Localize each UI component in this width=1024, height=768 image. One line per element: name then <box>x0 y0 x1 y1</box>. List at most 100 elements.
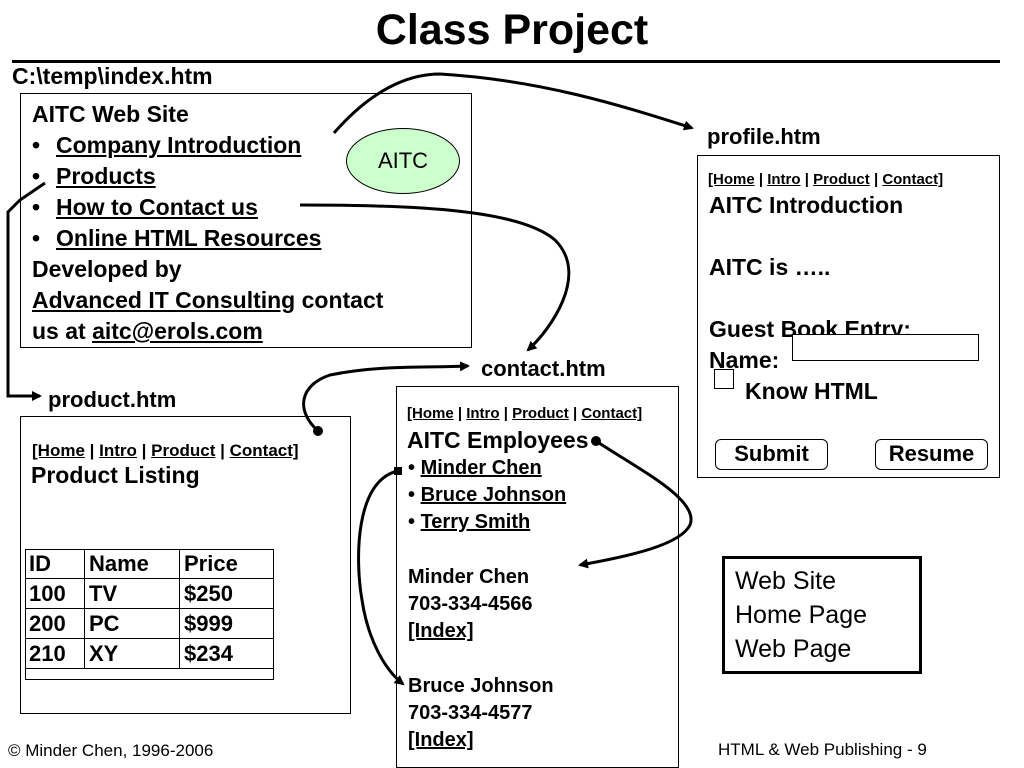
arrow-bruce-to-entry2 <box>357 469 405 686</box>
legend-item: Web Page <box>735 635 852 663</box>
arrow-employees-to-entry1 <box>578 439 693 569</box>
index-heading: AITC Web Site <box>32 101 189 127</box>
entry2-name: Bruce Johnson <box>408 675 554 697</box>
table-cell: $234 <box>179 638 274 669</box>
index-item-products: • Products <box>32 163 156 190</box>
employee-link-minder[interactable]: Minder Chen <box>420 457 542 479</box>
table-row: 200 PC $999 <box>25 608 274 639</box>
table-row: 100 TV $250 <box>25 578 274 609</box>
bullet: • <box>408 457 416 479</box>
employee-link-bruce[interactable]: Bruce Johnson <box>420 484 567 506</box>
profile-body: AITC is ….. <box>709 254 831 280</box>
entry1-phone: 703-334-4566 <box>408 593 533 615</box>
know-html-checkbox[interactable] <box>714 369 734 389</box>
index-item-company: • Company Introduction <box>32 132 301 159</box>
products-link[interactable]: Products <box>56 163 156 189</box>
us-at-text: us at <box>32 318 86 344</box>
slide-title: Class Project <box>375 6 649 54</box>
arrow-product-to-contact <box>302 361 470 433</box>
column-header: Name <box>84 549 180 579</box>
bullet: • <box>32 225 41 251</box>
nav-contact-link[interactable]: Contact] <box>581 405 643 422</box>
product-filename: product.htm <box>48 387 177 412</box>
developed-by-text: Developed by <box>32 256 182 282</box>
employee-item: • Terry Smith <box>408 511 530 534</box>
connector-dot <box>394 467 402 475</box>
nav-separator: | <box>89 441 95 460</box>
column-header: Price <box>179 549 274 579</box>
index-file-path: C:\temp\index.htm <box>12 63 213 89</box>
company-line: Advanced IT Consulting contact <box>32 287 383 314</box>
name-label: Name: <box>709 347 780 373</box>
nav-home-link[interactable]: [Home <box>708 171 755 188</box>
product-page-box: [Home | Intro | Product | Contact] Produ… <box>20 416 351 714</box>
nav-separator: | <box>457 405 463 422</box>
bullet: • <box>32 163 41 189</box>
nav-product-link[interactable]: Product <box>151 441 216 460</box>
email-link[interactable]: aitc@erols.com <box>92 318 263 344</box>
connector-dot <box>591 436 601 446</box>
index-item-resources: • Online HTML Resources <box>32 225 321 252</box>
know-html-label: Know HTML <box>745 378 878 404</box>
product-table: ID Name Price 100 TV $250 200 PC $999 21… <box>25 549 274 669</box>
profile-nav: [Home | Intro | Product | Contact] <box>708 171 943 188</box>
submit-button[interactable]: Submit <box>715 439 828 470</box>
column-header: ID <box>25 549 85 579</box>
table-cell: 200 <box>25 608 85 639</box>
contact-page-box: [Home | Intro | Product | Contact] AITC … <box>396 386 679 768</box>
nav-separator: | <box>758 171 764 188</box>
bullet: • <box>408 484 416 506</box>
resume-button[interactable]: Resume <box>875 439 988 470</box>
table-cell: $999 <box>179 608 274 639</box>
profile-filename: profile.htm <box>707 124 821 149</box>
table-cell: TV <box>84 578 180 609</box>
employee-link-terry[interactable]: Terry Smith <box>420 511 531 533</box>
company-link[interactable]: Advanced IT Consulting <box>32 287 296 313</box>
arrow-index-to-profile <box>332 72 694 134</box>
table-header-row: ID Name Price <box>25 549 274 579</box>
table-cell: $250 <box>179 578 274 609</box>
nav-separator: | <box>572 405 578 422</box>
product-nav: [Home | Intro | Product | Contact] <box>32 441 299 461</box>
nav-product-link[interactable]: Product <box>512 405 569 422</box>
company-introduction-link[interactable]: Company Introduction <box>56 132 302 158</box>
nav-product-link[interactable]: Product <box>813 171 870 188</box>
nav-intro-link[interactable]: Intro <box>466 405 500 422</box>
name-input[interactable] <box>792 334 979 361</box>
nav-home-link[interactable]: [Home <box>407 405 454 422</box>
online-html-resources-link[interactable]: Online HTML Resources <box>56 225 322 251</box>
legend-item: Home Page <box>735 601 868 629</box>
contact-text: contact <box>301 287 384 313</box>
profile-heading: AITC Introduction <box>709 192 904 218</box>
nav-intro-link[interactable]: Intro <box>767 171 801 188</box>
bullet: • <box>32 194 41 220</box>
entry1-index-link[interactable]: [Index] <box>408 620 474 642</box>
footer-slide-number: HTML & Web Publishing - 9 <box>718 740 927 759</box>
entry1-name: Minder Chen <box>408 566 530 588</box>
employee-item: • Bruce Johnson <box>408 484 566 507</box>
footer-copyright: © Minder Chen, 1996-2006 <box>8 741 214 760</box>
table-cell: XY <box>84 638 180 669</box>
email-line: us at aitc@erols.com <box>32 318 263 345</box>
nav-separator: | <box>873 171 879 188</box>
nav-contact-link[interactable]: Contact] <box>882 171 944 188</box>
nav-separator: | <box>141 441 147 460</box>
bullet: • <box>32 132 41 158</box>
table-cell: 210 <box>25 638 85 669</box>
nav-separator: | <box>804 171 809 188</box>
nav-intro-link[interactable]: Intro <box>99 441 137 460</box>
title-divider <box>12 60 1000 63</box>
nav-contact-link[interactable]: Contact] <box>229 441 299 460</box>
arrow-index-to-product <box>6 181 46 401</box>
how-to-contact-link[interactable]: How to Contact us <box>56 194 258 220</box>
contact-nav: [Home | Intro | Product | Contact] <box>407 405 642 422</box>
profile-page-box: [Home | Intro | Product | Contact] AITC … <box>697 155 1000 478</box>
nav-separator: | <box>503 405 508 422</box>
bullet: • <box>408 511 416 533</box>
table-cell: PC <box>84 608 180 639</box>
nav-home-link[interactable]: [Home <box>32 441 85 460</box>
entry2-index-link[interactable]: [Index] <box>408 729 474 751</box>
index-page-box: AITC Web Site • Company Introduction • Pro… <box>20 93 472 348</box>
table-cell: 100 <box>25 578 85 609</box>
